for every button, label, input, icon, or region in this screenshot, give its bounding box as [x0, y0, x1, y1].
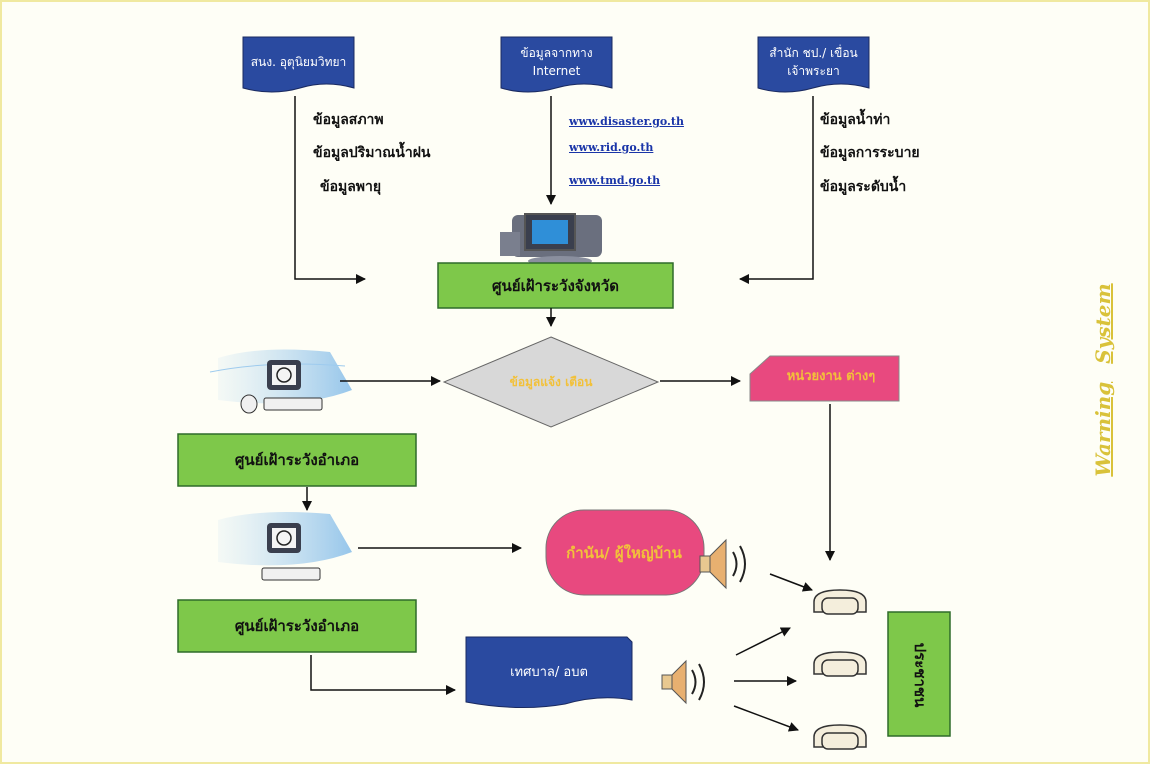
dam-office-label: สำนัก ชป./ เขื่อนเจ้าพระยา [769, 46, 858, 78]
citizens-box [887, 611, 951, 737]
met-data-item: ข้อมูลพายุ [320, 179, 382, 195]
link-rid[interactable]: www.rid.go.th [569, 141, 654, 154]
link-tmd[interactable]: www.tmd.go.th [569, 174, 661, 187]
agencies-box [749, 355, 900, 402]
municipality-box [465, 636, 633, 709]
computer-icon [500, 213, 602, 266]
district-computer-icon-1 [209, 349, 352, 414]
met-office-label: สนง. อุตุนิยมวิทยา [250, 55, 347, 69]
agencies-label: หน่วยงาน ต่างๆ [786, 369, 876, 384]
phone-icon-1 [813, 589, 867, 615]
district-to-municipality-arrow [310, 655, 456, 695]
internet-source-box [500, 36, 613, 93]
speaker-icon-1 [699, 538, 746, 590]
province-center-label: ศูนย์เฝ้าระวังจังหวัด [492, 276, 619, 295]
warning-info-label: ข้อมูลแจ้ง เตือน [509, 374, 593, 389]
warning-system-title: Warning System [953, 283, 1150, 476]
met-data-item: ข้อมูลปริมาณน้ำฝน [313, 145, 431, 161]
district-center-label-2: ศูนย์เฝ้าระวังอำเภอ [234, 617, 360, 635]
met-data-item: ข้อมูลสภาพ [313, 112, 384, 128]
dam-data-item: ข้อมูลน้ำท่า [820, 112, 891, 128]
municipality-to-phone-arrow-1 [735, 627, 791, 656]
dam-to-province-arrow [739, 96, 814, 284]
district-center-box-1 [177, 433, 417, 487]
internet-source-label: ข้อมูลจากทาง Internet [520, 46, 593, 78]
side-title-word-2: System [1091, 283, 1115, 364]
link-disaster[interactable]: www.disaster.go.th [569, 115, 684, 128]
met-office-box [242, 36, 355, 93]
kamnan-label: กำนัน/ ผู้ใหญ่บ้าน [566, 544, 682, 562]
phone-icon-3 [813, 724, 867, 750]
kamnan-capsule [545, 509, 705, 596]
district-computer-icon-2 [218, 512, 352, 581]
speaker-icon-2 [661, 659, 705, 705]
dam-data-item: ข้อมูลระดับน้ำ [820, 179, 907, 195]
side-title-word-1: Warning [1091, 381, 1115, 477]
dam-data-item: ข้อมูลการระบาย [820, 145, 920, 161]
district-center-label-1: ศูนย์เฝ้าระวังอำเภอ [234, 451, 360, 469]
dam-office-box [757, 36, 870, 93]
citizens-label: ประชาชน [911, 642, 929, 708]
province-center-box [437, 262, 674, 309]
warning-info-diamond [442, 336, 660, 428]
phone-icon-2 [813, 651, 867, 677]
district-center-box-2 [177, 599, 417, 653]
met-to-province-arrow [294, 96, 366, 284]
kamnan-to-phone-arrow [769, 573, 813, 592]
municipality-label: เทศบาล/ อบต [510, 664, 588, 680]
municipality-to-phone-arrow-3 [733, 705, 799, 732]
